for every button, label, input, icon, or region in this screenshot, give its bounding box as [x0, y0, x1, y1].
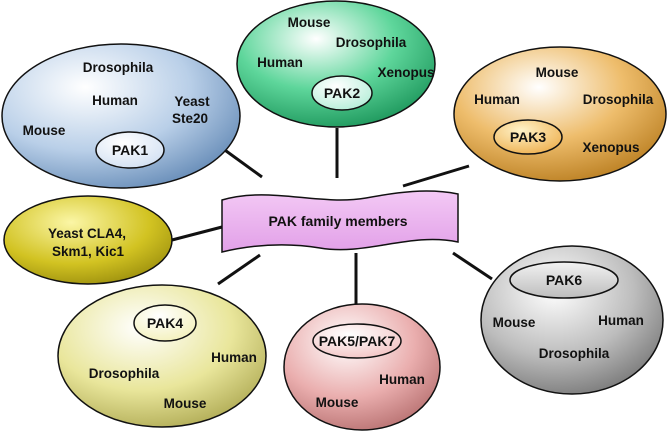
pak6-species-human: Human	[598, 313, 644, 328]
pak6-species-drosophila: Drosophila	[539, 346, 610, 361]
pak1-inner-ellipse	[95, 131, 165, 169]
connector-pak1	[221, 146, 263, 179]
pak2-species-drosophila: Drosophila	[336, 35, 407, 50]
pak2-inner-ellipse	[311, 75, 373, 111]
yeast-cla4-line-1: Yeast CLA4,	[48, 226, 126, 241]
pak3-inner-ellipse	[493, 119, 563, 155]
center-banner: PAK family members	[221, 190, 459, 253]
pak3-species-xenopus: Xenopus	[582, 140, 639, 155]
pak1-group: Drosophila Human Yeast Ste20 Mouse PAK1	[1, 43, 241, 189]
pak2-species-human: Human	[257, 55, 303, 70]
pak5-pak7-label: PAK5/PAK7	[319, 333, 396, 349]
pak4-outer-ellipse	[57, 284, 267, 428]
pak1-species-human: Human	[92, 93, 138, 108]
pak1-species-yeast: Yeast	[174, 94, 210, 109]
pak1-label: PAK1	[112, 142, 149, 158]
pak2-group: Mouse Drosophila Human Xenopus PAK2	[236, 0, 436, 128]
pak3-species-human: Human	[474, 92, 520, 107]
connector-pak6	[452, 251, 493, 281]
pak2-species-mouse: Mouse	[288, 15, 331, 30]
pak6-label: PAK6	[546, 272, 583, 288]
pak4-species-human: Human	[211, 350, 257, 365]
yeast-cla4-line-2: Skm1, Kic1	[52, 244, 125, 259]
pak1-species-drosophila: Drosophila	[83, 60, 154, 75]
pak2-species-xenopus: Xenopus	[377, 65, 434, 80]
pak4-group: PAK4 Human Drosophila Mouse	[57, 284, 267, 428]
pak2-label: PAK2	[324, 85, 361, 101]
connector-pak3	[402, 164, 470, 188]
pak3-group: Mouse Human Drosophila PAK3 Xenopus	[453, 46, 667, 182]
connector-yeast	[171, 225, 223, 242]
pak4-species-mouse: Mouse	[164, 396, 207, 411]
yeast-cla4-group: Yeast CLA4, Skm1, Kic1	[3, 195, 173, 285]
pak6-group: PAK6 Mouse Human Drosophila	[480, 245, 664, 395]
pak2-outer-ellipse	[236, 0, 436, 128]
pak3-species-drosophila: Drosophila	[583, 92, 654, 107]
pak1-outer-ellipse	[1, 43, 241, 189]
pak5-pak7-inner-ellipse	[312, 323, 402, 359]
pak6-inner-ellipse	[509, 261, 619, 299]
pak3-label: PAK3	[510, 129, 547, 145]
pak4-inner-ellipse	[133, 304, 197, 342]
yeast-cla4-ellipse	[3, 195, 173, 285]
pak5-pak7-outer-ellipse	[283, 303, 441, 431]
pak5-pak7-species-human: Human	[379, 372, 425, 387]
pak3-species-mouse: Mouse	[536, 65, 579, 80]
pak5-pak7-group: PAK5/PAK7 Human Mouse	[283, 303, 441, 431]
pak1-species-ste20: Ste20	[172, 111, 208, 126]
center-banner-label: PAK family members	[268, 213, 407, 229]
connector-lines	[171, 128, 493, 305]
connector-pak4	[217, 253, 261, 286]
pak4-label: PAK4	[147, 315, 184, 331]
center-banner-shape	[221, 190, 459, 253]
pak5-pak7-species-mouse: Mouse	[316, 395, 359, 410]
pak1-species-mouse: Mouse	[23, 123, 66, 138]
pak6-species-mouse: Mouse	[493, 315, 536, 330]
pak4-species-drosophila: Drosophila	[89, 366, 160, 381]
